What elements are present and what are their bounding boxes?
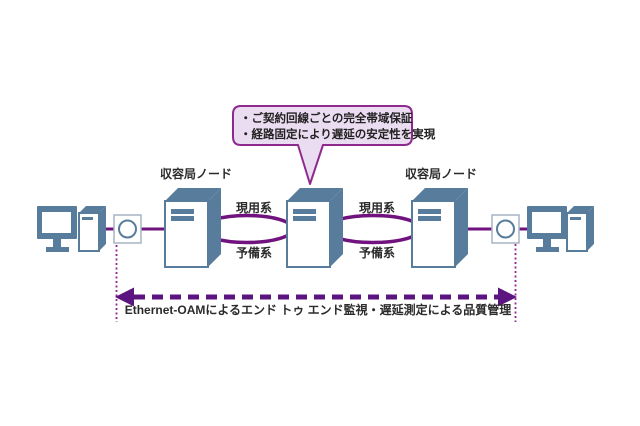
tower-drive-bar [82,217,93,220]
server-top-face [165,188,221,201]
server-side-face [330,188,343,267]
server-node-middle [286,188,343,268]
tower-side-face [587,206,594,251]
workstation-left [37,206,106,252]
tower-side-face [99,206,106,251]
server-node-right [411,188,468,268]
monitor-base [536,247,559,252]
tower-front-panel [78,212,100,252]
server-vent-bar [293,216,316,221]
active-path-label-left: 現用系 [236,200,272,215]
oam-caption: Ethernet-OAMによるエンド トゥ エンド監視・遅延測定による品質管理 [125,302,512,317]
tower-drive-bar [570,217,581,220]
callout-line-1: ・ご契約回線ごとの完全帯域保証 [240,111,413,125]
active-path-label-right: 現用系 [359,200,395,215]
server-vent-bar [293,209,316,214]
oam-arrowhead-right [498,287,517,307]
node-label-right: 収容局ノード [405,166,477,181]
oam-measurement-arrow [115,287,517,307]
server-vent-bar [418,209,441,214]
server-side-face [455,188,468,267]
standby-path-label-right: 予備系 [359,245,395,260]
converter-port-circle [118,219,137,239]
media-converter-right [491,214,520,244]
callout-bubble [232,105,413,185]
media-converter-left [113,214,142,244]
workstation-right [527,206,594,252]
converter-port-circle [496,219,515,239]
server-top-face [287,188,343,201]
tower-top-face [79,206,106,213]
monitor-stand [543,239,551,247]
tower-top-face [567,206,594,213]
oam-arrowhead-left [115,287,134,307]
monitor-screen [532,212,561,233]
server-vent-bar [171,209,194,214]
server-vent-bar [418,216,441,221]
standby-path-label-left: 予備系 [236,245,272,260]
monitor-screen [42,212,71,233]
server-node-left [164,188,221,268]
server-top-face [412,188,468,201]
node-label-left: 収容局ノード [160,166,232,181]
callout-line-2: ・経路固定により遅延の安定性を実現 [240,127,436,141]
monitor-stand [53,239,61,247]
monitor-base [46,247,69,252]
server-vent-bar [171,216,194,221]
tower-front-panel [566,212,588,252]
server-side-face [208,188,221,267]
